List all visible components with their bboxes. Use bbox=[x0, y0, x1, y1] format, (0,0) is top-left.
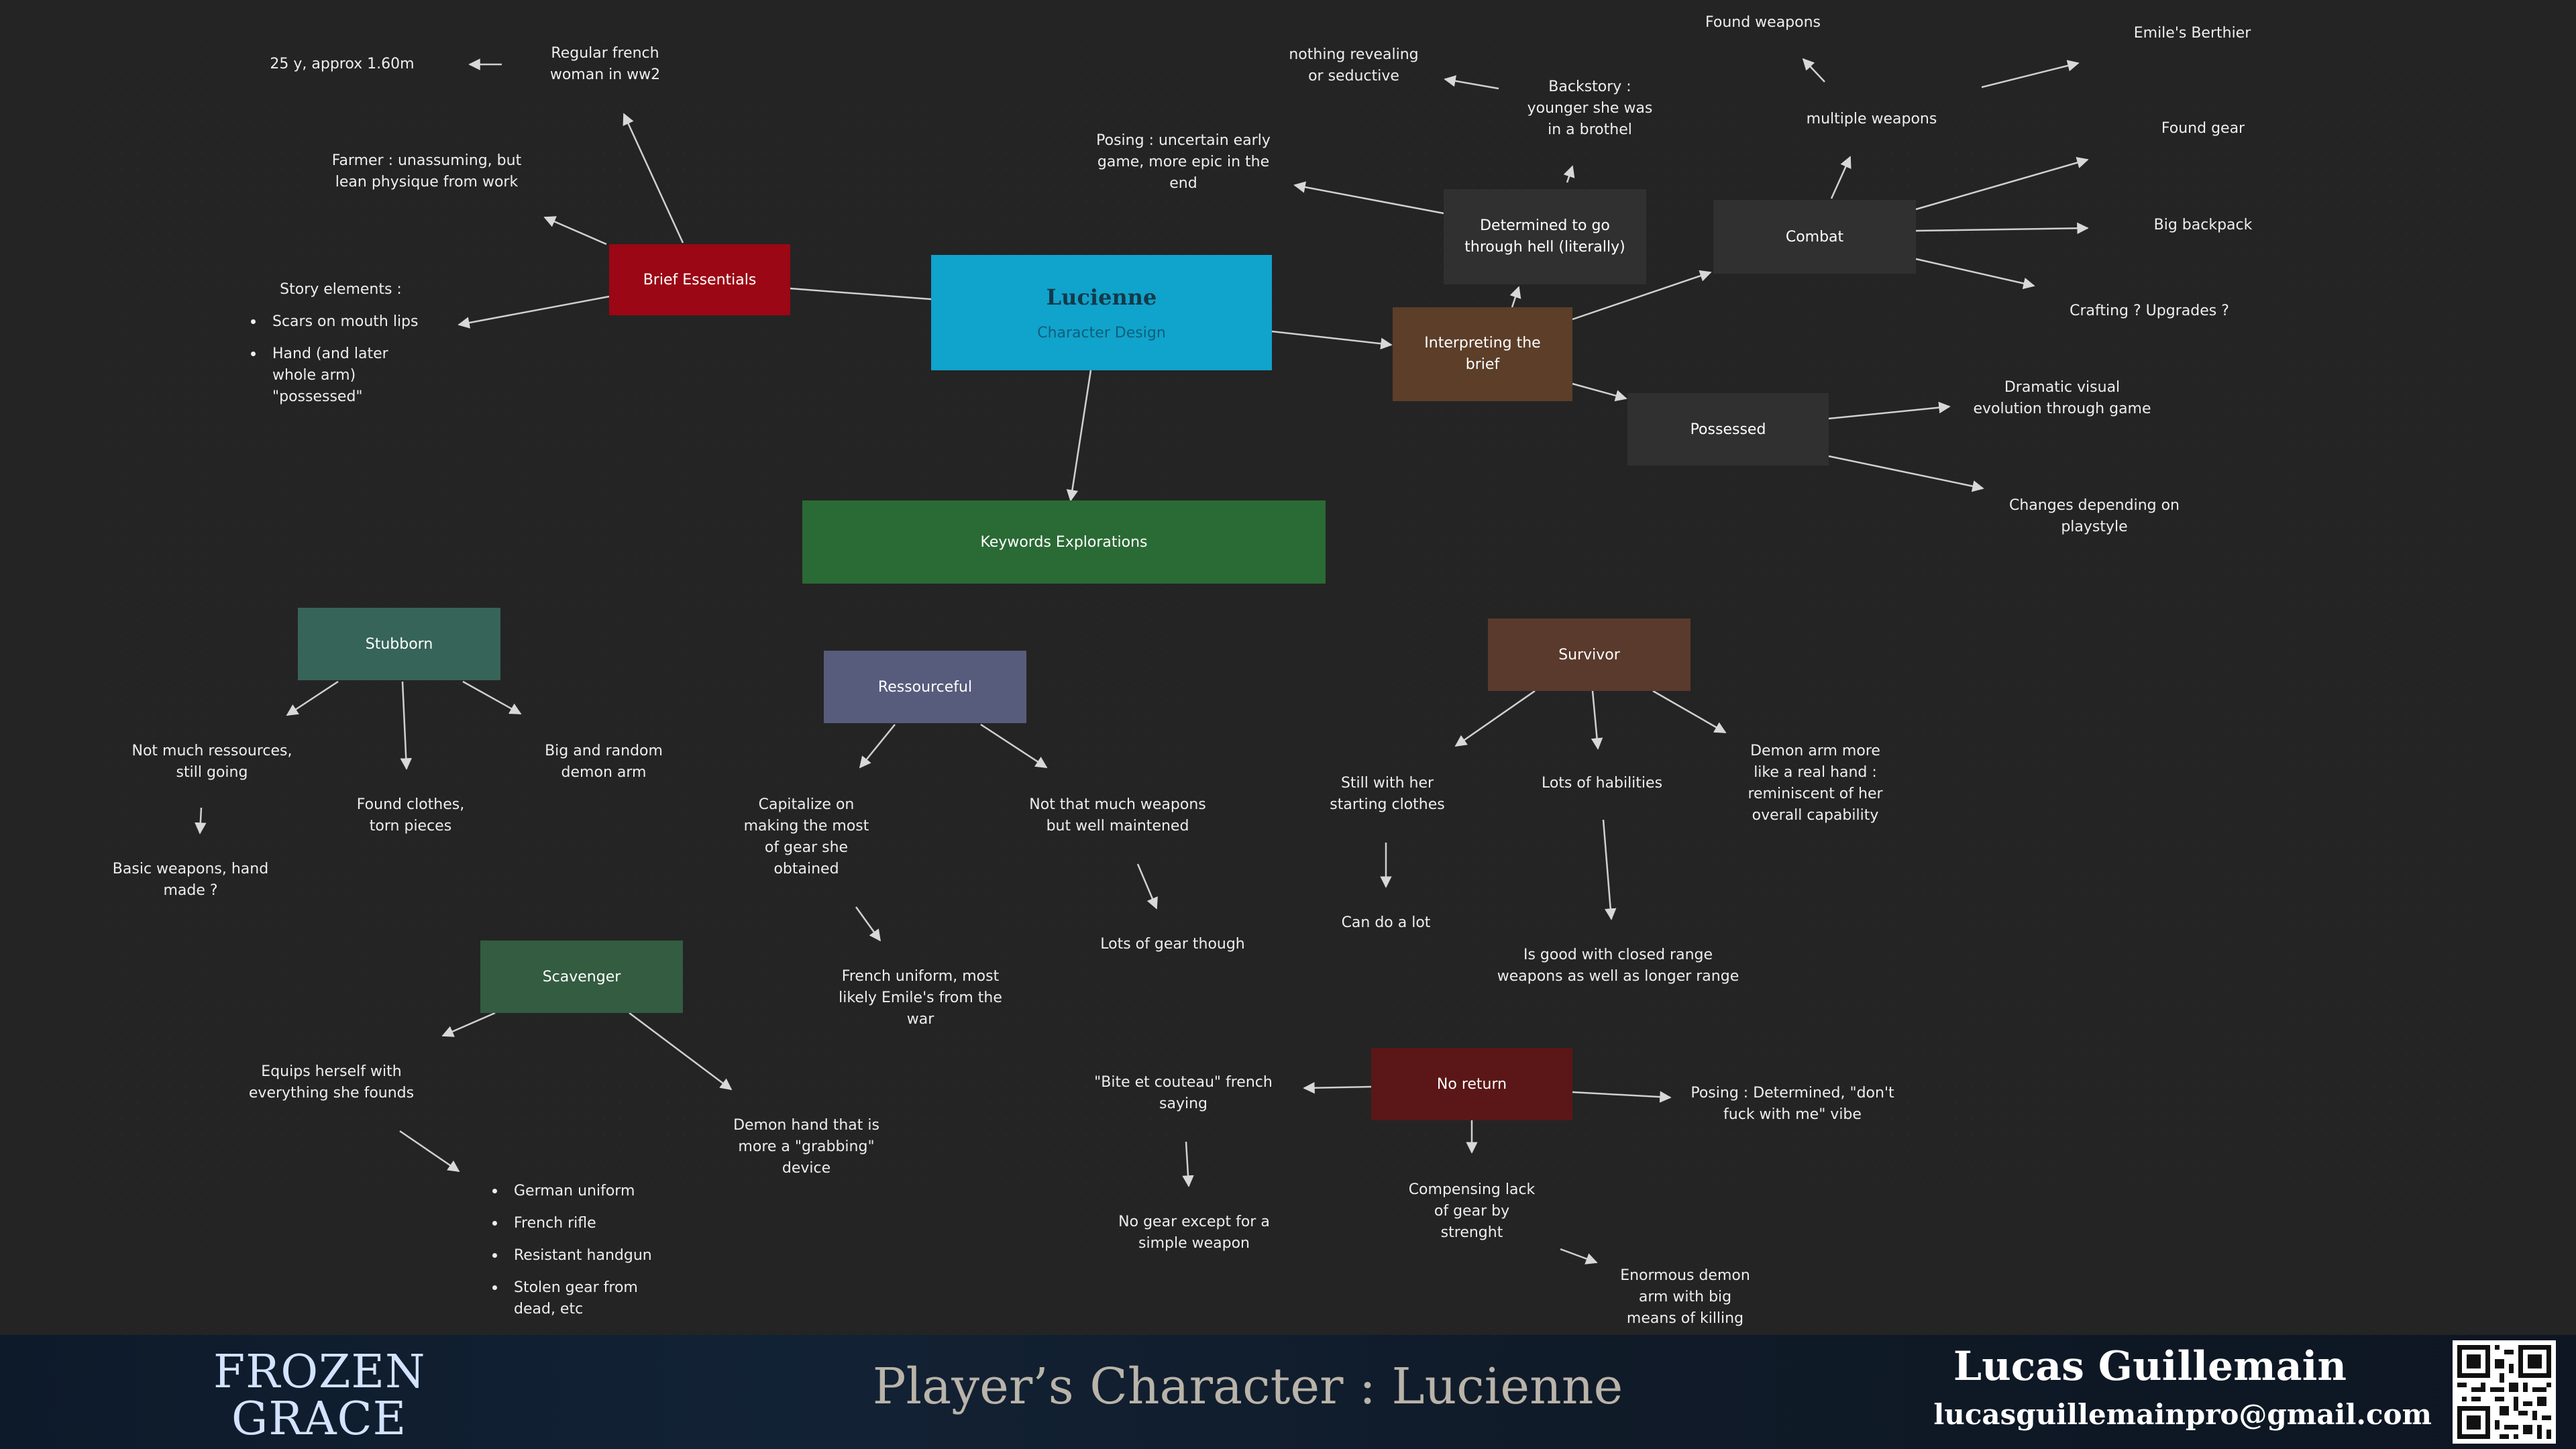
label-nothing-revealing: nothing revealing or seductive bbox=[1289, 46, 1419, 85]
node-combat[interactable]: Combat bbox=[1713, 200, 1916, 274]
root-subtitle: Character Design bbox=[1037, 324, 1166, 341]
label-basic-weapons: Basic weapons, hand made ? bbox=[112, 861, 269, 899]
node-determined[interactable]: Determined to go through hell (literally… bbox=[1444, 189, 1646, 284]
label-not-that-much-weapons: Not that much weapons but well maintened bbox=[1029, 796, 1206, 835]
label-found-weapons: Found weapons bbox=[1705, 14, 1821, 31]
label-emiles-berthier: Emile's Berthier bbox=[2133, 25, 2251, 42]
label-french-uniform: French uniform, most likely Emile's from… bbox=[839, 968, 1002, 1028]
node-no-return[interactable]: No return bbox=[1371, 1048, 1572, 1120]
scavenger-gear-list: German uniform French rifle Resistant ha… bbox=[490, 1181, 652, 1331]
label-no-gear: No gear except for a simple weapon bbox=[1118, 1214, 1270, 1252]
list-item: Stolen gear from dead, etc bbox=[490, 1277, 652, 1320]
label-still-with-clothes: Still with her starting clothes bbox=[1330, 775, 1445, 813]
list-item: Scars on mouth lips bbox=[248, 311, 419, 333]
game-logo-line1: FROZEN bbox=[213, 1346, 426, 1399]
game-logo-line2: GRACE bbox=[231, 1393, 407, 1446]
node-scavenger[interactable]: Scavenger bbox=[480, 941, 683, 1013]
label-age: 25 y, approx 1.60m bbox=[270, 56, 415, 72]
label-found-gear: Found gear bbox=[2161, 120, 2245, 137]
node-stubborn[interactable]: Stubborn bbox=[298, 608, 500, 680]
label-farmer: Farmer : unassuming, but lean physique f… bbox=[331, 152, 522, 191]
label-posing-determined: Posing : Determined, "don't fuck with me… bbox=[1690, 1085, 1894, 1123]
label-big-backpack: Big backpack bbox=[2153, 217, 2253, 233]
label-changes-playstyle: Changes depending on playstyle bbox=[2008, 497, 2180, 535]
label-compensing: Compensing lack of gear by strenght bbox=[1408, 1181, 1536, 1241]
label-dramatic-visual: Dramatic visual evolution through game bbox=[1973, 379, 2151, 417]
label-multiple-weapons: multiple weapons bbox=[1806, 111, 1937, 127]
label-posing-uncertain: Posing : uncertain early game, more epic… bbox=[1096, 132, 1271, 192]
label-lots-of-habilities: Lots of habilities bbox=[1541, 775, 1663, 792]
node-possessed[interactable]: Possessed bbox=[1627, 393, 1829, 466]
label-big-random-arm: Big and random demon arm bbox=[545, 743, 663, 781]
label-found-clothes: Found clothes, torn pieces bbox=[356, 796, 465, 835]
label-demon-hand-grabbing: Demon hand that is more a "grabbing" dev… bbox=[733, 1117, 879, 1177]
root-node-lucienne[interactable]: Lucienne Character Design bbox=[931, 255, 1272, 370]
root-title: Lucienne bbox=[1046, 284, 1157, 310]
label-regular-french: Regular french woman in ww2 bbox=[549, 45, 661, 83]
label-not-much-ressources: Not much ressources, still going bbox=[131, 743, 292, 781]
label-crafting: Crafting ? Upgrades ? bbox=[2070, 303, 2229, 319]
label-backstory: Backstory : younger she was in a brothel bbox=[1527, 78, 1653, 138]
list-item: Hand (and later whole arm) "possessed" bbox=[248, 343, 419, 408]
footer-title: Player’s Character : Lucienne bbox=[872, 1358, 1623, 1415]
label-can-do-a-lot: Can do a lot bbox=[1341, 914, 1431, 931]
label-capitalize: Capitalize on making the most of gear sh… bbox=[743, 796, 869, 877]
author-name: Lucas Guillemain bbox=[1953, 1343, 2347, 1390]
node-interpreting-brief[interactable]: Interpreting the brief bbox=[1393, 307, 1572, 401]
author-email[interactable]: lucasguillemainpro@gmail.com bbox=[1933, 1398, 2432, 1431]
label-enormous-demon-arm: Enormous demon arm with big means of kil… bbox=[1620, 1267, 1750, 1327]
story-elements-list: Scars on mouth lips Hand (and later whol… bbox=[248, 311, 419, 419]
node-keywords-explorations[interactable]: Keywords Explorations bbox=[802, 500, 1326, 584]
footer-bar bbox=[0, 1335, 2576, 1449]
qr-code-icon[interactable] bbox=[2453, 1340, 2556, 1444]
node-brief-essentials[interactable]: Brief Essentials bbox=[609, 244, 790, 315]
mindmap-canvas: Lucienne Character Design Brief Essentia… bbox=[0, 0, 2576, 1335]
node-ressourceful[interactable]: Ressourceful bbox=[824, 651, 1026, 723]
list-item: Resistant handgun bbox=[490, 1245, 652, 1267]
node-survivor[interactable]: Survivor bbox=[1488, 619, 1690, 691]
connector-lines bbox=[195, 58, 2089, 1265]
label-bite-couteau: "Bite et couteau" french saying bbox=[1094, 1074, 1273, 1112]
label-equips-herself: Equips herself with everything she found… bbox=[248, 1063, 415, 1102]
label-lots-of-gear: Lots of gear though bbox=[1100, 936, 1245, 953]
label-story-elements: Story elements : bbox=[280, 281, 402, 298]
list-item: German uniform bbox=[490, 1181, 652, 1202]
list-item: French rifle bbox=[490, 1213, 652, 1234]
label-demon-arm-hand: Demon arm more like a real hand : remini… bbox=[1748, 743, 1883, 824]
label-good-with-range: Is good with closed range weapons as wel… bbox=[1497, 947, 1739, 985]
